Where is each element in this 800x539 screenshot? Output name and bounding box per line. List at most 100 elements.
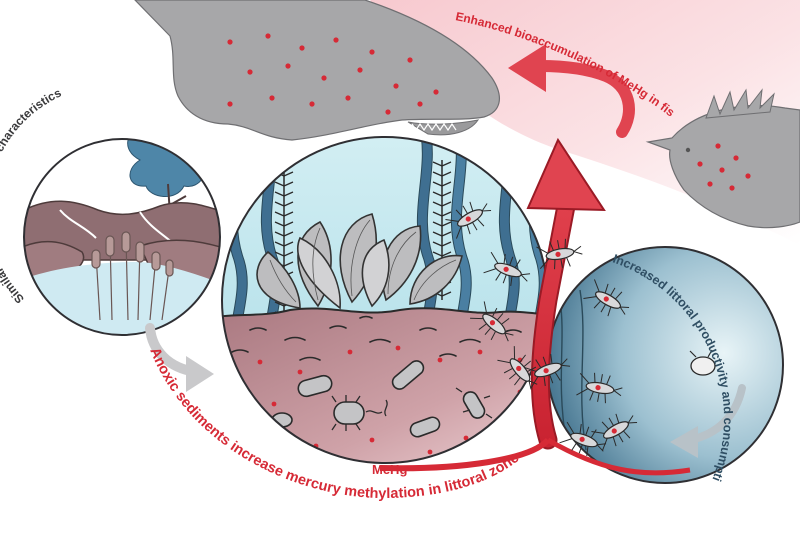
mehg-dot [465, 216, 471, 222]
fern-leaflet [274, 141, 294, 147]
mehg-dot [299, 45, 305, 51]
mehg-dot [603, 296, 609, 302]
fern-leaflet [432, 201, 452, 207]
mehg-dot [297, 369, 303, 375]
trail-dot [310, 458, 315, 463]
mehg-dot [417, 101, 423, 107]
zooplankton [470, 301, 514, 342]
mehg-dot [611, 428, 617, 434]
mehg-dot [516, 365, 522, 372]
trail-dot [303, 457, 308, 462]
fern-leaflet [274, 241, 294, 247]
fern-leaflet [274, 191, 294, 197]
mehg-dot [309, 101, 315, 107]
fern-leaflet [432, 231, 452, 237]
fern-leaflet [274, 181, 294, 187]
zooplankton-legs [583, 279, 630, 317]
fern-leaflet [274, 221, 294, 227]
mehg-dot [269, 95, 275, 101]
fern-leaflet [432, 181, 452, 187]
zooplankton-grazers [445, 201, 638, 456]
zooplankton-legs [483, 251, 531, 286]
fern-leaflet [432, 161, 452, 167]
trail-dot [267, 449, 273, 455]
consumption-arrow [686, 384, 746, 444]
zooplankton [576, 372, 623, 404]
mehg-dot [333, 37, 339, 43]
small-fish [645, 88, 800, 229]
big-fish-mehg-dots [227, 33, 439, 115]
mehg-dot [357, 67, 363, 73]
mehg-dot [503, 266, 509, 272]
trail-dot [324, 461, 329, 463]
mehg-dot [227, 39, 233, 45]
mehg-dot [433, 89, 439, 95]
littoral-plants-right [559, 289, 587, 451]
trail-dot [296, 455, 301, 461]
mehg-dot [427, 449, 433, 455]
mehg-dot [279, 439, 285, 445]
small-fish-mehg-dots [697, 143, 751, 191]
mehg-dot [369, 49, 375, 55]
mehg-dot [579, 436, 585, 442]
zooplankton-legs [591, 413, 638, 451]
mehg-dot [265, 33, 271, 39]
zooplankton-legs [470, 301, 514, 342]
zooplankton [445, 201, 492, 239]
watershed-circle [23, 138, 221, 336]
zooplankton-legs [559, 421, 607, 456]
cattails [91, 231, 174, 321]
zooplankton-legs [497, 346, 538, 390]
bioaccumulation-arrow [508, 44, 635, 138]
trail-dot [317, 459, 322, 463]
label-mehg: MeHg [372, 462, 407, 477]
trophic-transfer-arrow [379, 137, 691, 476]
mehg-dot [321, 75, 327, 81]
mehg-dot [347, 349, 353, 355]
fern-leaflet [274, 231, 294, 237]
mehg-dot [697, 161, 703, 167]
fern-leaflet [432, 251, 452, 257]
mehg-dot [271, 401, 277, 407]
fern-leaflet [274, 251, 294, 257]
mehg-dot [243, 391, 249, 397]
leaf-veins [269, 219, 457, 303]
mehg-dot [285, 63, 291, 69]
fern-leaflet [274, 161, 294, 167]
fern-leaflet [432, 191, 452, 197]
trail-dot [289, 454, 294, 459]
mehg-dot [369, 437, 375, 443]
zooplankton [583, 279, 630, 317]
mehg-dot [719, 167, 725, 173]
mehg-dot [707, 181, 713, 187]
mehg-dot [407, 57, 413, 63]
fern-leaflet [274, 201, 294, 207]
mehg-dot [227, 101, 233, 107]
mehg-dot [247, 69, 253, 75]
mehg-dot [477, 349, 483, 355]
mehg-dot [543, 368, 549, 374]
mehg-dot [715, 143, 721, 149]
littoral-zone-circle [221, 136, 549, 468]
broadleaf-plant [256, 213, 463, 310]
mehg-dot [437, 357, 443, 363]
consumption-circle [546, 246, 784, 484]
mehg-dot [745, 173, 751, 179]
zooplankton [536, 238, 583, 270]
zooplankton [559, 421, 607, 456]
label-hg: Hg(II) [235, 408, 268, 429]
fern-leaflet [432, 171, 452, 177]
mehg-dot [345, 95, 351, 101]
trail-dot [339, 464, 343, 468]
mehg-dot [595, 385, 601, 391]
zooplankton [523, 354, 571, 389]
big-fish [134, 0, 500, 141]
zooplankton [591, 413, 638, 451]
fern-leaflet [432, 221, 452, 227]
trail-dot [281, 452, 287, 458]
mehg-dot [733, 155, 739, 161]
sediment-texture [231, 315, 522, 361]
methylating-bacteria [271, 360, 486, 438]
